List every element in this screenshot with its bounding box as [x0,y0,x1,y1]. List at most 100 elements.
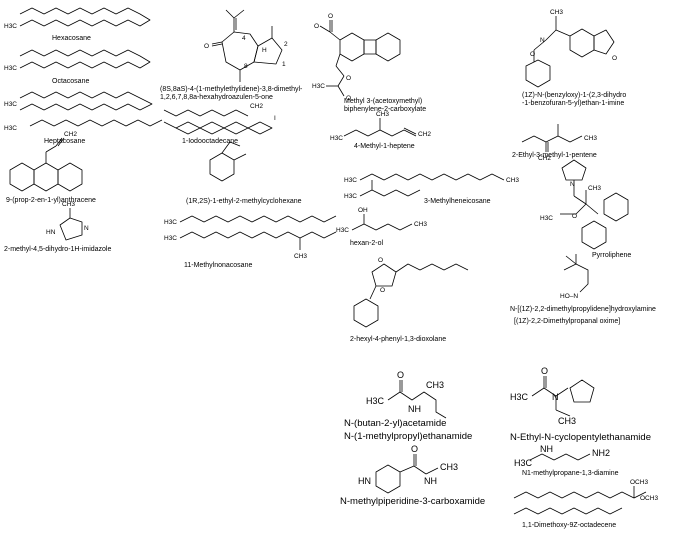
label-azulenone-2: 1,2,6,7,8,8a-hexahydroazulen-5-one [160,94,273,101]
octacosane-chain [19,49,151,69]
atom-ch3: CH3 [414,221,427,228]
anthracene-ring-2 [33,162,59,192]
atom-nh: NH [408,404,421,414]
label-ethylmethylpentene: 2-Ethyl-3-methyl-1-pentene [512,152,597,159]
atom-h3c: H3C [344,177,357,184]
label-pyrroliphene: Pyrroliphene [592,252,632,259]
atom-ch2: CH2 [64,131,77,138]
atom-ch3: CH3 [558,416,576,426]
label-octacosane: Octacosane [52,78,90,85]
cyclopentane-ring [569,379,595,403]
atom-ch2: CH2 [538,155,551,162]
label-heptacosane: Heptacosane [44,138,86,145]
atom-o: O [530,51,535,58]
heptacosane-chain-2 [29,119,163,127]
atom-ch3: CH3 [588,185,601,192]
anthracene-ring-1 [9,162,35,192]
methylnonacosane-chain-2 [179,231,337,239]
methylnonacosane-chain [179,215,337,223]
atom-o: O [204,43,209,50]
atom-h3c: H3C [164,235,177,242]
atom-i: I [274,115,276,122]
pyrrolidine-ring [561,159,587,181]
atom-h3c: H3C [510,392,529,402]
label-benzofuran-2: -1-benzofuran-5-yl)ethan-1-imine [522,100,625,107]
atom-o: O [314,23,319,30]
atom-ch3: CH3 [376,111,389,118]
atom-h3c: H3C [164,219,177,226]
label-methylnonacosane: 11-Methylnonacosane [184,262,253,269]
biphenylene-ring-c [375,32,401,62]
atom-h3c: H3C [4,65,17,72]
label-methylheneicosane: 3-Methylheneicosane [424,198,491,205]
atom-o: O [328,13,333,20]
atom-h3c: H3C [312,83,325,90]
atom-h3c: H3C [4,101,17,108]
label-hexanol: hexan-2-ol [350,240,384,247]
label-azulenone-1: (8S,8aS)-4-(1-methylethylidene)-3,8-dime… [160,86,303,93]
locant-4: 4 [242,35,246,42]
atom-nh: NH [424,476,437,486]
atom-ch2: CH2 [250,103,263,110]
diamine-chain [529,453,591,461]
atom-h3c: H3C [366,396,385,406]
label-oxime-1: N-[(1Z)-2,2-dimethylpropylidene]hydroxyl… [510,306,656,313]
atom-ch3: CH3 [62,201,75,208]
atom-o: O [541,366,548,376]
label-benzofuran-1: (1Z)-N-(benzyloxy)-1-(2,3-dihydro [522,92,627,99]
atom-h3c: H3C [336,227,349,234]
biphenylene-ring-b [363,39,377,55]
cyclohexane-ring [209,152,235,182]
imidazole-ring [59,217,83,241]
locant-2: 2 [284,41,288,48]
pyrroliphene-ring-a [603,192,629,222]
atom-h3c: H3C [4,125,17,132]
atom-hn: HN [46,229,56,236]
pyrroliphene-ring-b [581,220,607,250]
label-piperidine: N-methylpiperidine-3-carboxamide [340,496,486,507]
locant-1: 1 [282,61,286,68]
atom-o: O [346,75,351,82]
atom-ch2: CH2 [418,131,431,138]
label-cyclopentylacetamide: N-Ethyl-N-cyclopentylethanamide [510,432,651,443]
methylheneicosane-chain [359,173,505,181]
atom-ch3: CH3 [426,380,444,390]
atom-o: O [411,444,418,454]
atom-ch3: CH3 [294,253,307,260]
benzyl-ring [525,59,551,88]
iodooctadecane-tail [163,109,249,117]
atom-ch3: CH3 [550,9,563,16]
benzofuran-benzene [569,28,595,58]
dimethoxyoctadecene-chain-2 [513,507,623,515]
biphenylene-ring-a [339,32,365,62]
atom-o: O [397,370,404,380]
atom-h3c: H3C [330,135,343,142]
atom-o: O [612,55,617,62]
atom-n: N [552,392,559,402]
hexanol-chain [351,223,413,231]
heptacosane-chain [19,91,153,111]
atom-och3: OCH3 [640,495,658,502]
locant-8: 8 [244,63,248,70]
label-dioxolane: 2-hexyl-4-phenyl-1,3-dioxolane [350,336,447,343]
anthracene-ring-3 [57,162,83,192]
label-butanylacetamide-1: N-(butan-2-yl)acetamide [344,418,447,429]
methylheneicosane-branch [359,189,421,197]
atom-nh: NH [540,444,553,454]
atom-h3c: H3C [514,458,533,468]
methylheptene-chain [343,129,417,137]
dimethoxyoctadecene-chain [513,491,647,499]
atom-nh2: NH2 [592,448,610,458]
azulenone-ring7 [221,31,259,71]
piperidine-ring [375,464,401,494]
label-iodooctadecane: 1-Iodooctadecane [182,138,239,145]
azulenone-ring5 [253,37,283,65]
atom-o: O [378,257,383,264]
hexyl-chain [395,263,469,273]
atom-n: N [540,37,545,44]
oxime-chain [563,263,589,293]
atom-o: O [380,287,385,294]
ethylmethylpentene-chain [521,135,583,143]
atom-ch3: CH3 [506,177,519,184]
